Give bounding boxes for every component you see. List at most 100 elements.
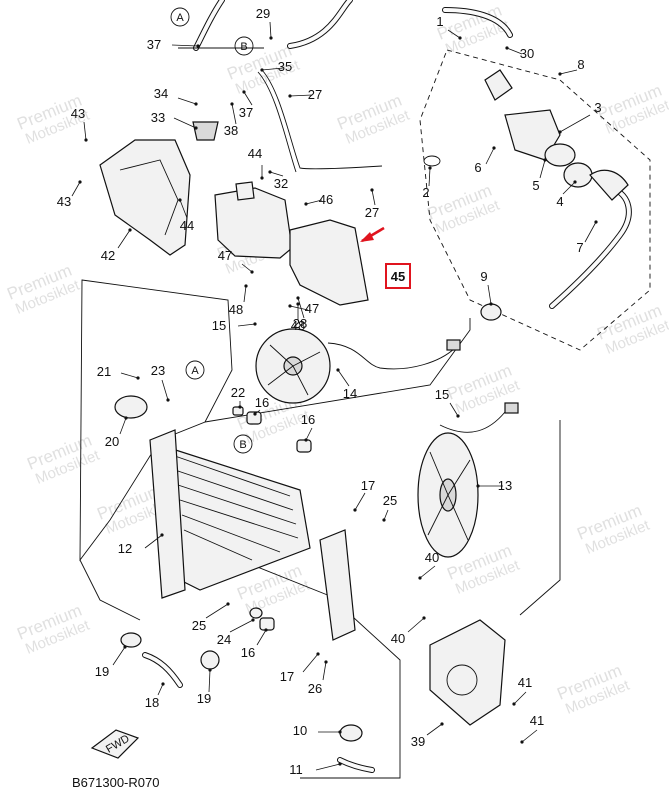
leader-line [562, 181, 576, 195]
leader-line [487, 284, 492, 305]
part-label-41: 41 [518, 675, 532, 690]
leader-line [269, 171, 284, 177]
leader-dot [304, 438, 308, 442]
leader-line [177, 97, 197, 105]
leader-dot [166, 398, 170, 402]
part-label-10: 10 [293, 723, 307, 738]
part-label-14: 14 [343, 386, 357, 401]
leader-line [261, 67, 284, 71]
leader-line [112, 646, 126, 666]
leader-dot [288, 304, 292, 308]
leader-dot [226, 602, 230, 606]
part-label-44: 44 [248, 146, 262, 161]
part-label-17: 17 [280, 669, 294, 684]
leader-line [157, 683, 164, 696]
part-label-48: 48 [229, 302, 243, 317]
leader-line [120, 372, 139, 379]
part-label-41: 41 [530, 713, 544, 728]
leader-dot [418, 576, 422, 580]
leader-line [297, 297, 305, 319]
part-label-18: 18 [145, 695, 159, 710]
leader-dot [244, 284, 248, 288]
leader-dot [194, 126, 198, 130]
leader-dot [296, 302, 300, 306]
part-label-33: 33 [151, 110, 165, 125]
part-label-22: 22 [231, 385, 245, 400]
parts [99, 69, 629, 742]
part-label-48: 48 [291, 318, 305, 333]
leader-dot [269, 36, 273, 40]
leader-line [449, 402, 459, 417]
part-label-9: 9 [480, 269, 487, 284]
leader-line [485, 147, 495, 165]
leader-line [243, 91, 253, 106]
leader-line [447, 29, 461, 39]
part-label-19: 19 [95, 664, 109, 679]
leader-dot [558, 130, 562, 134]
leader-dot [128, 228, 132, 232]
part-label-12: 12 [118, 541, 132, 556]
leader-line [83, 121, 87, 141]
part-label-16: 16 [241, 645, 255, 660]
leader-line [407, 617, 425, 633]
leader-dot [242, 90, 246, 94]
leader-dot [456, 414, 460, 418]
leader-dot [558, 72, 562, 76]
leader-line [337, 369, 350, 387]
part-label-43: 43 [57, 194, 71, 209]
part-label-27: 27 [308, 87, 322, 102]
leader-line [584, 221, 597, 243]
part-label-15: 15 [212, 318, 226, 333]
leader-line [208, 669, 211, 693]
part-label-25: 25 [192, 618, 206, 633]
reference-markers: A B A B [170, 7, 254, 454]
part-label-8: 8 [577, 57, 584, 72]
leader-dot [324, 660, 328, 664]
leader-line [205, 603, 229, 619]
leader-dot [520, 740, 524, 744]
highlight-arrow [360, 226, 385, 243]
leader-line [161, 379, 169, 401]
leader-line [229, 619, 254, 633]
part-label-13: 13 [498, 478, 512, 493]
part-label-16: 16 [301, 412, 315, 427]
leader-line [241, 263, 253, 273]
leader-line [269, 21, 272, 39]
leader-dot [338, 730, 342, 734]
part-label-6: 6 [474, 160, 481, 175]
leader-dot [573, 180, 577, 184]
leader-dot [123, 645, 127, 649]
leader-dot [316, 652, 320, 656]
part-label-43: 43 [71, 106, 85, 121]
leader-dot [208, 668, 212, 672]
leader-dot [250, 270, 254, 274]
leader-line [289, 305, 309, 311]
part-label-3: 3 [594, 100, 601, 115]
hoses [142, 0, 632, 773]
leader-line [289, 94, 313, 97]
leader-line [354, 492, 366, 511]
leader-line [322, 661, 327, 681]
part-label-34: 34 [154, 86, 168, 101]
part-label-32: 32 [274, 176, 288, 191]
leader-line [305, 427, 313, 441]
part-label-25: 25 [383, 493, 397, 508]
part-label-42: 42 [101, 248, 115, 263]
leader-dot [230, 102, 234, 106]
part-label-40: 40 [391, 631, 405, 646]
leader-dot [428, 166, 432, 170]
part-label-21: 21 [97, 364, 111, 379]
leader-line [256, 629, 267, 646]
leader-line [231, 103, 237, 125]
ref-marker-b: B [240, 41, 247, 53]
part-label-40: 40 [425, 550, 439, 565]
part-label-38: 38 [224, 123, 238, 138]
fwd-arrow: FWD [90, 729, 140, 759]
leader-line [179, 199, 188, 219]
